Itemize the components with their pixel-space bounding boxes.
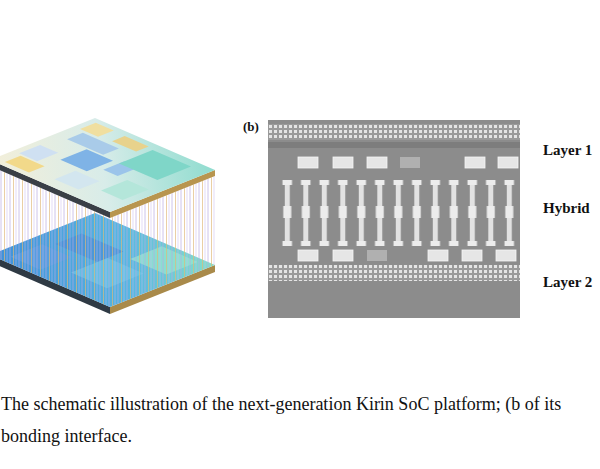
figure-caption: The schematic illustration of the next-g… bbox=[1, 388, 599, 452]
top-die bbox=[0, 118, 215, 218]
panel-letter: (b) bbox=[243, 119, 259, 135]
layer-label: Hybrid bbox=[543, 199, 590, 217]
layer-label: Layer 2 bbox=[543, 273, 592, 291]
layer-label: Layer 1 bbox=[543, 141, 592, 159]
sem-cross-section bbox=[268, 120, 520, 318]
